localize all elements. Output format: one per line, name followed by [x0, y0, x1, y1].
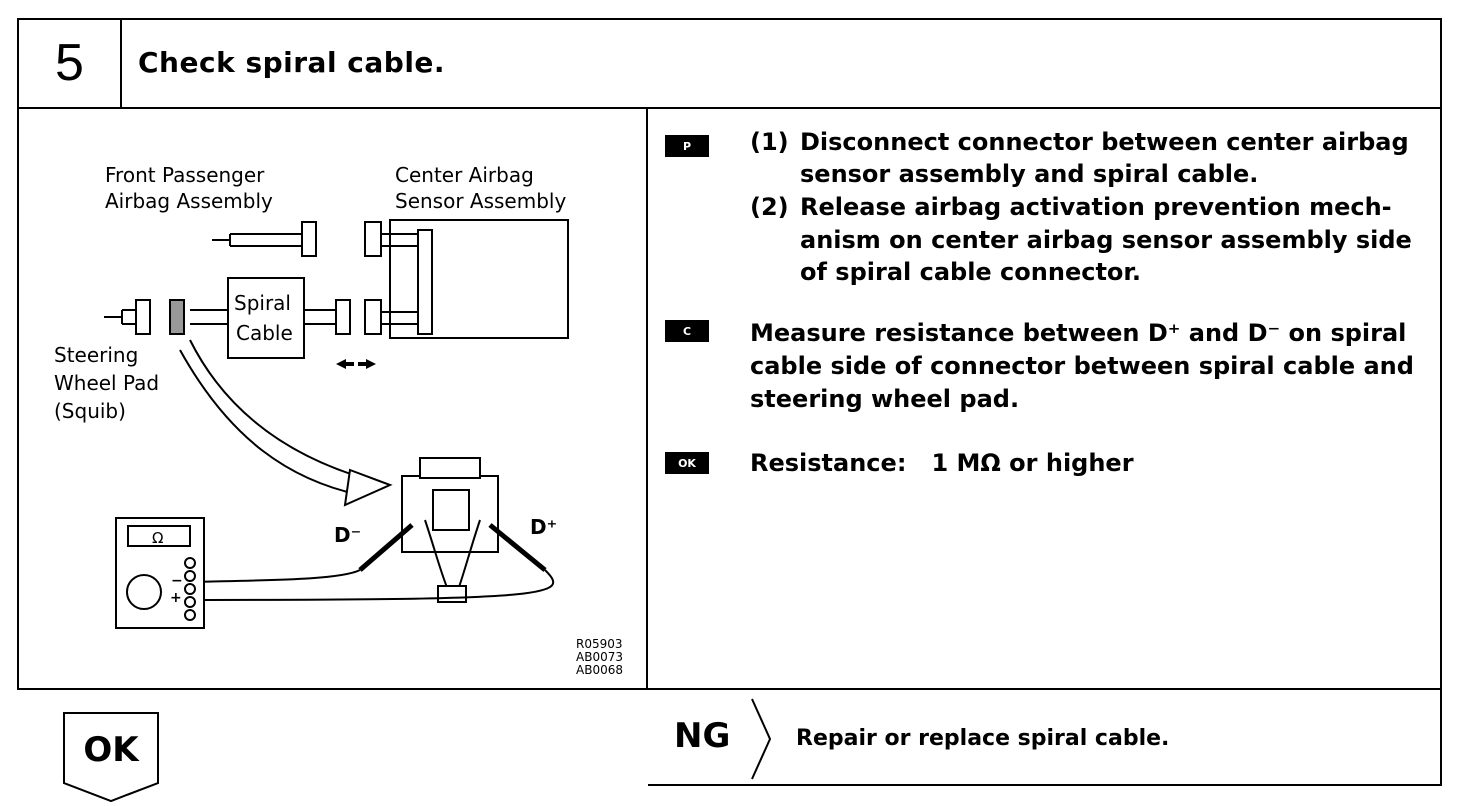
sensor-lower-connector: [364, 299, 382, 335]
step-title: Check spiral cable.: [138, 46, 446, 79]
check-badge: C: [665, 320, 709, 342]
instruction-step2-text: Release airbag activation prevention mec…: [800, 193, 1392, 221]
check-line1: Measure resistance between D⁺ and D⁻ on …: [750, 319, 1407, 347]
spiral-right-connector: [335, 299, 351, 335]
meter-lead-minus: [189, 569, 361, 583]
ng-outcome-action: Repair or replace spiral cable.: [796, 726, 1170, 751]
instruction-step2-number: (2): [750, 193, 789, 221]
sensor-assembly-box: [389, 219, 569, 339]
d-plus-label: D⁺: [530, 515, 557, 539]
steering-label-3: (Squib): [54, 399, 126, 423]
squib-connector-hatched: [169, 299, 185, 335]
step-number: 5: [55, 34, 84, 92]
curved-arrow-head: [343, 468, 393, 507]
ng-outcome-label: NG: [674, 716, 731, 756]
instruction-step2-line2: anism on center airbag sensor assembly s…: [800, 226, 1412, 254]
instruction-step1-number: (1): [750, 128, 789, 156]
spiral-cable-box: [227, 277, 305, 359]
ng-chevron-icon: [751, 698, 772, 780]
ng-outcome-box: [648, 690, 1442, 786]
ok-spec-badge: OK: [665, 452, 709, 474]
center-airbag-label-1: Center Airbag: [395, 163, 534, 187]
center-airbag-label-2: Sensor Assembly: [395, 189, 566, 213]
meter-lead-plus: [189, 569, 555, 601]
instruction-step1-line2: sensor assembly and spiral cable.: [800, 160, 1259, 188]
curved-arrow-line: [189, 339, 371, 481]
meter-plus-sign: +: [170, 590, 182, 606]
front-passenger-label-2: Airbag Assembly: [105, 189, 273, 213]
front-passenger-label-1: Front Passenger: [105, 163, 265, 187]
spiral-cable-label-1: Spiral: [234, 291, 291, 315]
diagram-svg: Front Passenger Airbag Assembly Center A…: [54, 163, 623, 677]
steering-label-1: Steering: [54, 343, 138, 367]
ok-outcome-shape: [63, 712, 159, 803]
check-line3: steering wheel pad.: [750, 385, 1020, 413]
procedure-frame: [17, 18, 1442, 690]
sensor-connector-strip: [417, 229, 433, 335]
instruction-step2-line3: of spiral cable connector.: [800, 258, 1141, 286]
step-number-box: [17, 18, 122, 108]
wiring-diagram: Front Passenger Airbag Assembly Center A…: [40, 140, 640, 680]
header-divider: [17, 107, 1442, 109]
d-minus-probe: [358, 523, 414, 572]
check-line2: cable side of connector between spiral c…: [750, 352, 1414, 380]
instruction-step2-line1: (2) Release airbag activation prevention …: [750, 191, 1392, 224]
meter-display-symbol: Ω: [152, 529, 163, 547]
sensor-upper-connector: [364, 221, 382, 257]
prepare-badge: P: [665, 135, 709, 157]
d-plus-probe: [488, 523, 547, 572]
passenger-connector: [301, 221, 317, 257]
figure-code-3: AB0068: [576, 663, 623, 677]
ok-outcome-label: OK: [83, 730, 139, 770]
resistance-spec: Resistance: 1 MΩ or higher: [750, 449, 1134, 477]
meter-minus-sign: −: [171, 573, 183, 589]
figure-code-2: AB0073: [576, 650, 623, 664]
instruction-step1-line1: (1) Disconnect connector between center a…: [750, 126, 1409, 159]
spiral-cable-label-2: Cable: [236, 321, 293, 345]
steering-pad-connector: [135, 299, 151, 335]
steering-label-2: Wheel Pad: [54, 371, 159, 395]
disconnect-arrows: [336, 359, 376, 369]
instruction-step1-text: Disconnect connector between center airb…: [800, 128, 1409, 156]
d-minus-label: D⁻: [334, 523, 361, 547]
column-divider: [646, 108, 648, 690]
figure-code-1: R05903: [576, 637, 623, 651]
